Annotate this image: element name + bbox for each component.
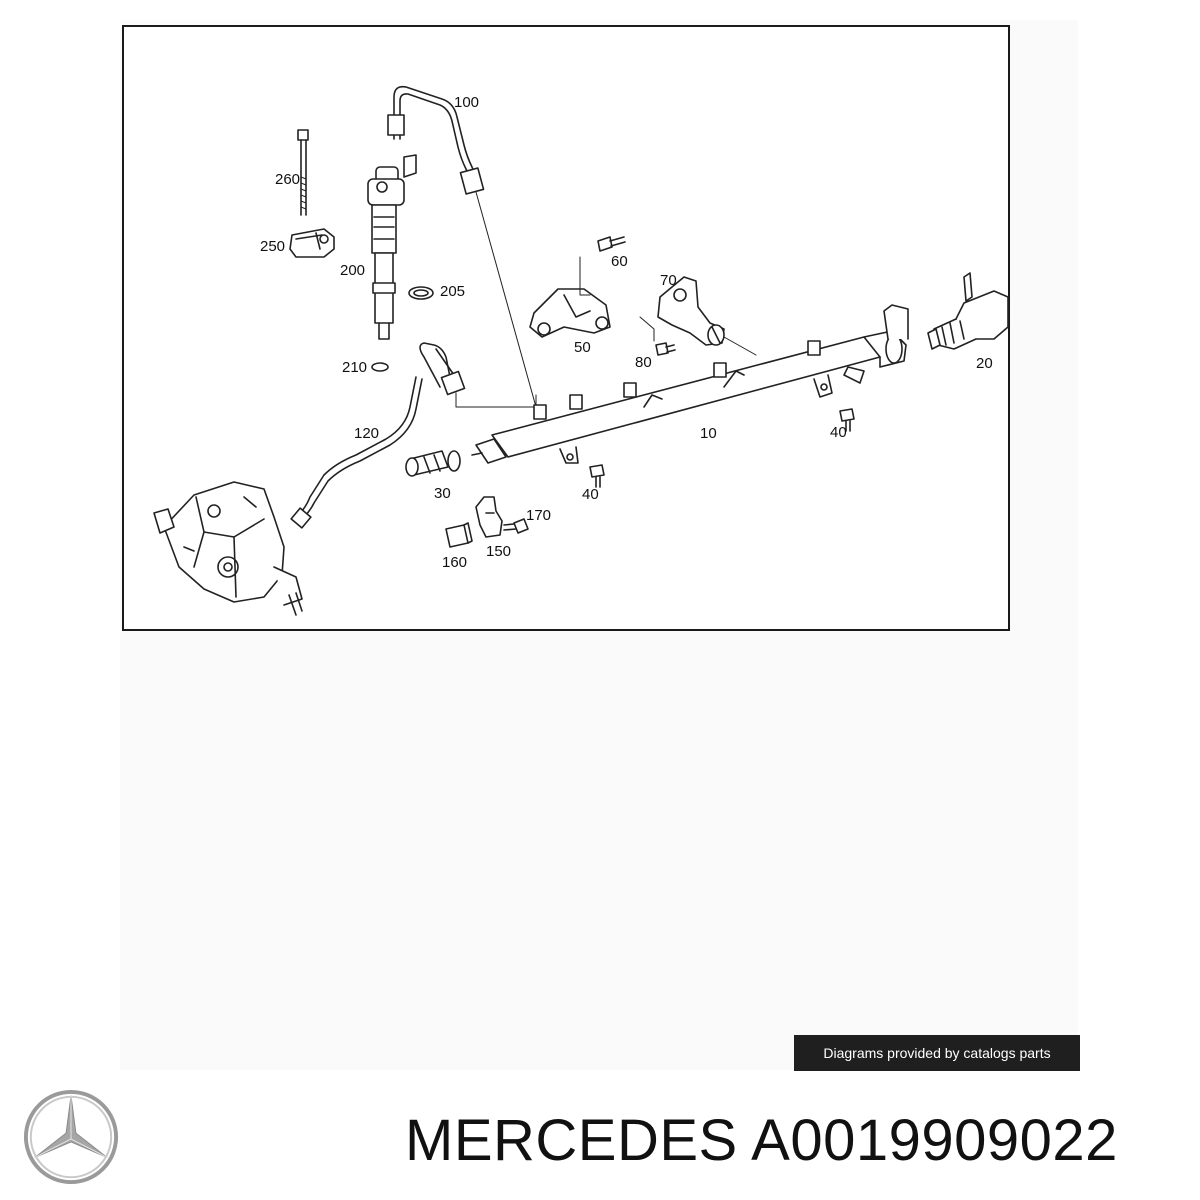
callout-200: 200 — [340, 262, 365, 279]
pressure-sensor-30 — [405, 450, 461, 477]
fuel-rail-exploded-view: 100 260 250 200 205 210 60 70 50 80 20 1… — [153, 85, 1009, 616]
callout-250: 250 — [260, 238, 285, 255]
bolt-260 — [297, 129, 309, 216]
parts-diagram: 100 260 250 200 205 210 60 70 50 80 20 1… — [122, 25, 1010, 631]
clamp-250 — [289, 228, 335, 258]
brand-name: MERCEDES — [405, 1108, 738, 1173]
bracket-70 — [639, 276, 757, 356]
callout-260: 260 — [275, 171, 300, 188]
injector-200 — [367, 154, 417, 340]
washer-210 — [371, 362, 389, 372]
screw-80 — [655, 342, 676, 356]
callout-30: 30 — [434, 485, 451, 502]
callout-210: 210 — [342, 359, 367, 376]
callout-170: 170 — [526, 507, 551, 524]
fuel-rail-10 — [471, 304, 909, 464]
callout-20: 20 — [976, 355, 993, 372]
screw-170 — [503, 518, 529, 534]
sleeve-160 — [445, 522, 473, 548]
screw-40-left — [589, 464, 605, 488]
screw-60 — [597, 236, 626, 252]
part-title: MERCEDES A0019909022 — [405, 1108, 1190, 1174]
part-number: A0019909022 — [751, 1108, 1118, 1173]
clip-150 — [475, 496, 503, 538]
callout-150: 150 — [486, 543, 511, 560]
callout-10: 10 — [700, 425, 717, 442]
callout-40-right: 40 — [830, 424, 847, 441]
callout-100: 100 — [454, 94, 479, 111]
callout-80: 80 — [635, 354, 652, 371]
callout-60: 60 — [611, 253, 628, 270]
callout-120: 120 — [354, 425, 379, 442]
mercedes-star-icon — [23, 1089, 119, 1185]
callout-40-left: 40 — [582, 486, 599, 503]
callout-205: 205 — [440, 283, 465, 300]
injector-line-part — [387, 85, 485, 195]
bracket-50 — [529, 256, 611, 338]
callout-160: 160 — [442, 554, 467, 571]
screw-40-right — [839, 408, 855, 432]
callout-70: 70 — [660, 272, 677, 289]
callout-50: 50 — [574, 339, 591, 356]
high-pressure-pump — [153, 481, 303, 616]
seal-ring-205 — [408, 286, 434, 300]
pump-line-120 — [290, 342, 466, 529]
diagram-credit-banner: Diagrams provided by catalogs parts — [794, 1035, 1080, 1071]
pressure-valve-20 — [927, 272, 1009, 350]
